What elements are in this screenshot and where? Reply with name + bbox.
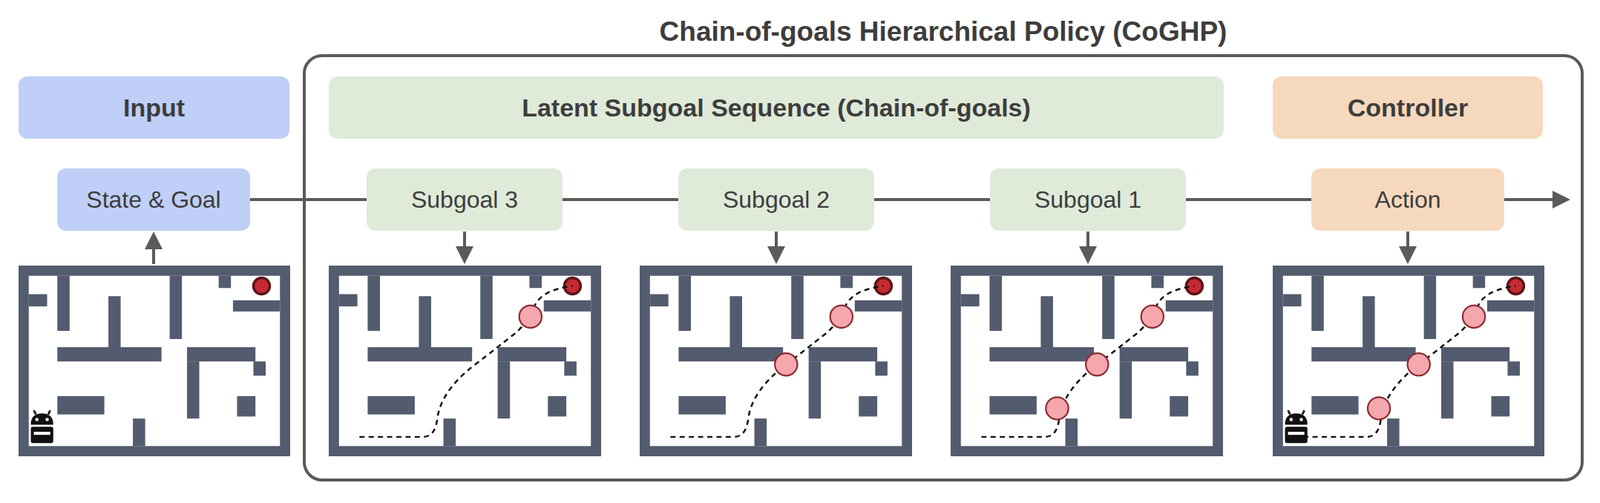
subgoal-dot	[830, 305, 853, 329]
maze	[1272, 265, 1545, 457]
maze	[328, 265, 602, 457]
subgoal-dot	[1407, 353, 1431, 376]
subgoal-dot	[774, 353, 798, 376]
node-label: Subgoal 3	[411, 186, 518, 214]
down-arrow	[774, 231, 778, 262]
robot	[31, 410, 54, 444]
action-box: Action	[1311, 168, 1505, 231]
node-label: Latent Subgoal Sequence (Chain-of-goals)	[521, 93, 1031, 123]
subgoal-dot	[1045, 397, 1068, 420]
down-arrow	[1086, 231, 1090, 262]
policy-frame: Chain-of-goals Hierarchical Policy (CoGH…	[302, 54, 1584, 482]
maze	[18, 265, 291, 457]
subgoal-box: Subgoal 2	[678, 168, 875, 231]
subgoal-dot	[1085, 353, 1108, 376]
up-arrow	[152, 234, 156, 265]
section-header: Input	[18, 76, 290, 139]
node-label: Subgoal 2	[722, 186, 830, 214]
flow-connector	[874, 198, 990, 202]
flow-connector	[562, 198, 679, 202]
maze-input	[18, 265, 291, 457]
maze-subgoal-2	[639, 265, 913, 457]
subgoal-dot	[1367, 397, 1390, 420]
trajectory	[670, 285, 884, 437]
flow-connector	[1185, 198, 1312, 202]
frame-title: Chain-of-goals Hierarchical Policy (CoGH…	[305, 16, 1581, 48]
subgoal-box: Subgoal 1	[989, 168, 1186, 231]
subgoal-dot	[519, 305, 542, 329]
subgoal-dot	[1141, 305, 1164, 329]
maze-subgoal-3	[328, 265, 602, 457]
flow-connector	[250, 198, 367, 202]
down-arrow	[463, 231, 467, 262]
subgoal-box: Subgoal 3	[366, 168, 563, 231]
section-header: Controller	[1272, 76, 1543, 139]
node-label: Action	[1375, 186, 1442, 214]
subgoal-dot	[1462, 305, 1485, 329]
maze-action	[1272, 265, 1545, 457]
section-header: Latent Subgoal Sequence (Chain-of-goals)	[328, 76, 1224, 139]
maze-subgoal-1	[950, 265, 1224, 457]
trajectory	[981, 285, 1195, 437]
output-arrow	[1504, 198, 1568, 202]
node-label: Input	[123, 93, 185, 123]
input-box: State & Goal	[57, 168, 251, 231]
robot	[1285, 410, 1308, 444]
trajectory	[1303, 285, 1516, 437]
trajectory	[359, 285, 573, 437]
down-arrow	[1406, 231, 1410, 262]
node-label: Controller	[1347, 93, 1468, 123]
node-label: State & Goal	[86, 186, 221, 214]
maze	[639, 265, 913, 457]
node-label: Subgoal 1	[1034, 186, 1142, 214]
maze	[950, 265, 1224, 457]
